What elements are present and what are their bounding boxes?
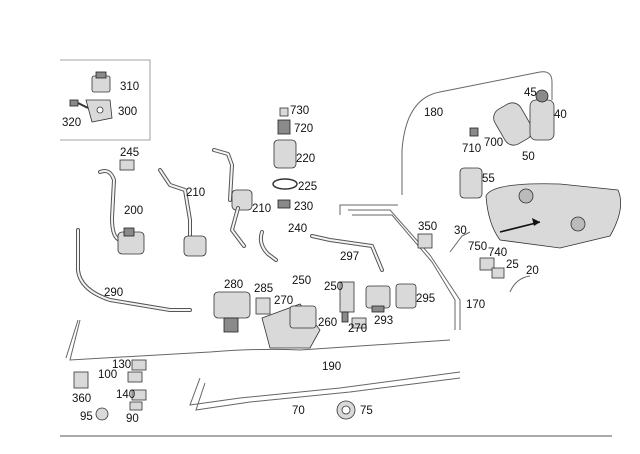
valve-220: [273, 107, 297, 169]
label-297: 297: [340, 251, 359, 263]
part-270b: [351, 317, 367, 329]
part-750-740: [479, 257, 505, 279]
label-280: 280: [224, 279, 243, 291]
label-270-right: 270: [348, 323, 367, 335]
part-295: [395, 283, 417, 309]
label-270-left: 270: [274, 295, 293, 307]
label-230: 230: [294, 201, 313, 213]
label-30: 30: [454, 225, 467, 237]
label-50: 50: [522, 151, 535, 163]
valve-210: [230, 189, 253, 248]
part-100: [127, 371, 143, 383]
callout-labels: 310 300 320 730 720 220 225 230 240 245 …: [62, 81, 567, 425]
label-320: 320: [62, 117, 81, 129]
label-40: 40: [554, 109, 567, 121]
arrow-to-tank: [499, 218, 541, 233]
label-100: 100: [98, 369, 117, 381]
label-180: 180: [424, 107, 443, 119]
label-300: 300: [118, 106, 137, 118]
part-130: [131, 359, 147, 371]
label-293: 293: [374, 315, 393, 327]
part-350: [417, 233, 433, 249]
part-20-wire: [509, 275, 531, 293]
part-90: [129, 401, 143, 411]
line-170: [348, 209, 461, 330]
hose-210-left: [158, 148, 234, 257]
part-300-bracket: [85, 99, 113, 123]
part-75: [336, 400, 356, 420]
label-45: 45: [524, 87, 537, 99]
label-225: 225: [298, 181, 317, 193]
label-95: 95: [80, 411, 93, 423]
part-360: [73, 371, 89, 389]
line-180: [339, 71, 553, 215]
part-280: [213, 291, 251, 333]
label-200: 200: [124, 205, 143, 217]
label-260: 260: [318, 317, 337, 329]
label-295: 295: [416, 293, 435, 305]
label-210-left: 210: [186, 187, 205, 199]
label-700: 700: [484, 137, 503, 149]
label-130: 130: [112, 359, 131, 371]
part-40-sender: [529, 89, 555, 141]
label-750: 750: [468, 241, 487, 253]
part-710: [469, 127, 479, 137]
line-190: [65, 319, 451, 361]
label-170: 170: [466, 299, 485, 311]
label-285: 285: [254, 283, 273, 295]
label-20: 20: [526, 265, 539, 277]
hose-297: [310, 234, 384, 272]
line-70: [189, 371, 461, 411]
label-140: 140: [116, 389, 135, 401]
part-293: [365, 285, 391, 313]
label-730: 730: [290, 105, 309, 117]
label-70: 70: [292, 405, 305, 417]
hose-200: [98, 169, 145, 255]
part-250-bracket: [261, 303, 321, 349]
part-310-clip: [91, 71, 111, 93]
label-250-top: 250: [292, 275, 311, 287]
part-245: [119, 159, 135, 171]
label-720: 720: [294, 123, 313, 135]
label-210-right: 210: [252, 203, 271, 215]
hose-240: [258, 230, 278, 262]
part-285: [255, 297, 271, 315]
label-310: 310: [120, 81, 139, 93]
inset-frame: [60, 59, 151, 141]
part-260: [341, 311, 349, 323]
label-90: 90: [126, 413, 139, 425]
part-30-line: [449, 231, 471, 253]
label-350: 350: [418, 221, 437, 233]
pump-55: [459, 167, 483, 199]
part-320-bolt: [69, 99, 89, 109]
label-55: 55: [482, 173, 495, 185]
label-290: 290: [104, 287, 123, 299]
label-190: 190: [322, 361, 341, 373]
clip-230: [277, 199, 291, 209]
part-95: [95, 407, 109, 421]
label-220: 220: [296, 153, 315, 165]
line-290: [76, 228, 192, 312]
label-240: 240: [288, 223, 307, 235]
clamp-225: [272, 178, 298, 190]
filter-700: [493, 102, 533, 146]
label-740: 740: [488, 247, 507, 259]
label-245: 245: [120, 147, 139, 159]
part-140: [131, 389, 147, 401]
label-360: 360: [72, 393, 91, 405]
label-250-right: 250: [324, 281, 343, 293]
label-75: 75: [360, 405, 373, 417]
label-25: 25: [506, 259, 519, 271]
fuel-tank: [485, 183, 622, 249]
label-710: 710: [462, 143, 481, 155]
